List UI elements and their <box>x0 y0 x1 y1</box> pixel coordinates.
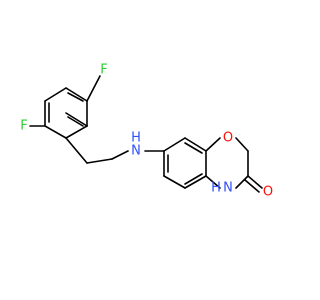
bond-ring-ch2 <box>65 137 88 164</box>
bond-ch2-ch2 <box>86 158 113 164</box>
benzoxazinone-ring <box>163 137 263 193</box>
atom-label-n-lactam: N <box>223 181 233 196</box>
difluorophenyl-ring <box>44 87 88 139</box>
atom-label-h-lactam: H <box>211 181 221 196</box>
atom-label-f1: F <box>20 119 27 134</box>
atom-label-n-amine: N <box>131 144 141 159</box>
atom-label-o-ring: O <box>223 131 233 146</box>
atom-label-h-amine: H <box>131 131 141 146</box>
atom-label-o-carbonyl: O <box>263 185 273 200</box>
molecule-canvas: F F N H N H O O <box>20 63 273 200</box>
bond-ch2-n <box>111 150 129 160</box>
bond-f2 <box>86 75 101 102</box>
structure-diagram: F F N H N H O O <box>20 63 273 200</box>
atom-label-f2: F <box>100 63 107 78</box>
